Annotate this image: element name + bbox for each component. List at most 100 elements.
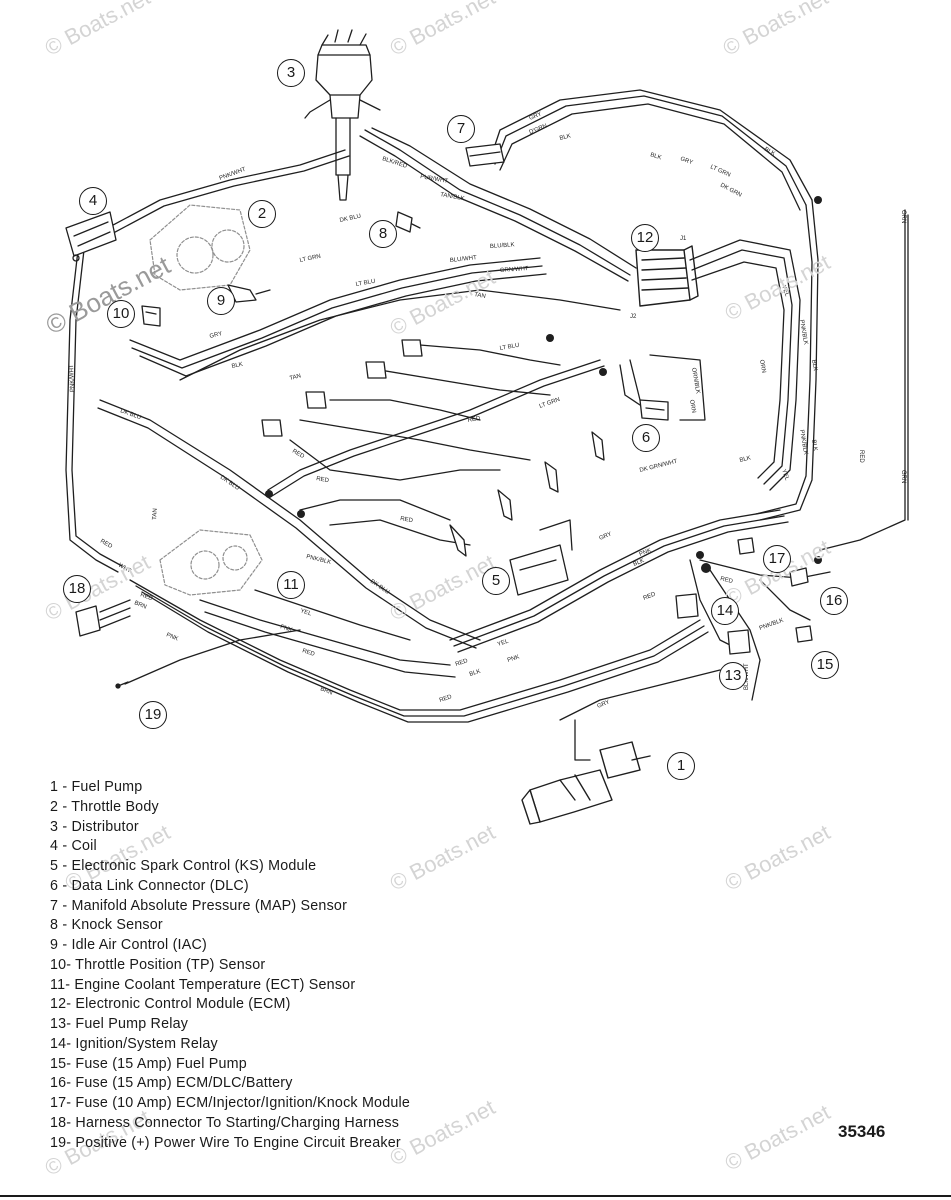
wire-label: RED [316,476,330,484]
wire-label: RED [99,539,114,551]
legend-item: 16- Fuse (15 Amp) ECM/DLC/Battery [50,1075,293,1092]
wire-label: DK BLU [119,408,141,421]
splice-points [265,196,822,573]
legend-item: 5 - Electronic Spark Control (KS) Module [50,858,317,874]
parts-legend: 1 - Fuel Pump 2 - Throttle Body 3 - Dist… [50,778,410,1153]
wire-label: PNK [639,548,653,558]
wire-label: GRN [900,470,906,483]
wire-label: BLK [559,133,571,142]
callout-18: 18 [63,575,91,603]
legend-item: 1 - Fuel Pump [50,779,143,795]
legend-item: 9 - Idle Air Control (IAC) [50,937,207,953]
legend-item: 19- Positive (+) Power Wire To Engine Ci… [50,1134,401,1151]
fuel-pump-drawing [521,741,651,825]
wire-label: BLK [763,147,776,158]
wire-label: LT GRN [709,164,731,178]
ecm-drawing [635,245,699,307]
legend-item: 13- Fuel Pump Relay [50,1016,189,1032]
wire-label: TAN [289,373,302,382]
legend-item: 2 - Throttle Body [50,798,159,815]
wire-harness [65,89,909,761]
ks-module-drawing [509,519,573,596]
wire-labels: PNK/WHT BLK/RED PUR/WHT TAN/BLK DK BLU L… [69,111,906,709]
wire-label: BLK [469,669,482,678]
wire-label: BLK/RED [381,156,408,170]
legend-item: 17- Fuse (10 Amp) ECM/Injector/Ignition/… [50,1095,411,1111]
dlc-drawing [639,399,669,421]
wire-label: GRY [597,699,611,709]
legend-item: 3 - Distributor [50,818,139,835]
wire-label: BLK/WHT [744,663,750,690]
wire-label: DK BLU [339,214,361,224]
wire-label: BLK [810,359,818,371]
wire-label: PNK [507,654,521,664]
wire-label: PNK/BLK [759,618,785,632]
map-sensor-drawing [465,143,505,167]
wire-label: PNK [279,624,293,634]
callout-15: 15 [811,651,839,679]
callout-12: 12 [631,224,659,252]
wire-label: PNK/BLK [306,554,332,566]
wire-label: LT BLU [499,343,520,352]
wire-label: RED [439,694,454,704]
wire-label: DK BLU [219,475,240,492]
legend-item: 15- Fuse (15 Amp) Fuel Pump [50,1055,247,1072]
legend-item: 8 - Knock Sensor [50,917,163,934]
bottom-border [0,1195,951,1197]
wire-label: YEL [780,285,790,298]
tp-sensor-drawing [141,305,161,327]
wire-label: TAN [474,292,486,300]
wire-label: J1 [680,236,687,242]
wire-label: DK GRN/WHT [639,459,678,474]
legend-item: 18- Harness Connector To Starting/Chargi… [50,1114,400,1131]
ect-sensor-drawing [159,529,263,596]
wire-label: GRN/WHT [500,266,529,274]
wire-label: PNK [165,632,179,642]
wire-label: GRY [209,331,223,340]
callout-14: 14 [711,597,739,625]
wire-label: TAN/BLK [440,192,465,202]
callout-8: 8 [369,220,397,248]
injectors-drawing [261,339,605,557]
wire-label: PUR/WHT [420,174,449,185]
positive-wire-end [115,681,129,689]
wire-label: LT GRN [299,254,321,264]
legend-item: 6 - Data Link Connector (DLC) [50,877,249,894]
wire-label: RED [858,450,864,463]
callout-13: 13 [719,662,747,690]
wire-label: PNK/BLK [798,429,808,455]
callout-9: 9 [207,287,235,315]
wire-label: ORN/BLK [690,367,700,394]
wire-label: DK BLU [369,579,390,596]
wire-label: GRY [529,111,543,121]
fuses-drawing [737,537,813,643]
distributor-drawing [304,29,381,201]
callout-7: 7 [447,115,475,143]
wire-label: DK GRN [719,182,742,198]
wire-label: RED [455,658,470,668]
legend-item: 4 - Coil [50,838,97,855]
figure-number: 35346 [838,1122,886,1141]
callout-2: 2 [248,200,276,228]
legend-item: 7 - Manifold Absolute Pressure (MAP) Sen… [50,897,348,914]
callout-4: 4 [79,187,107,215]
wire-label: LT BLU [355,279,376,288]
legend-item: 11- Engine Coolant Temperature (ECT) Sen… [50,976,356,993]
callout-17: 17 [763,545,791,573]
throttle-body-drawing [149,204,251,291]
callout-6: 6 [632,424,660,452]
wire-label: BRN [133,600,147,610]
wire-label: RED [720,576,734,585]
wire-label: RED [643,591,658,602]
wire-label: D'GRN [529,123,549,136]
wire-label: ORN [758,359,766,373]
callout-5: 5 [482,567,510,595]
wire-label: YEL [780,469,790,482]
coil-drawing [65,211,117,262]
wire-label: PNK/BLK [798,319,808,345]
wire-label: PNK/WHT [69,364,76,392]
wire-label: RED [400,516,414,524]
callout-10: 10 [107,300,135,328]
